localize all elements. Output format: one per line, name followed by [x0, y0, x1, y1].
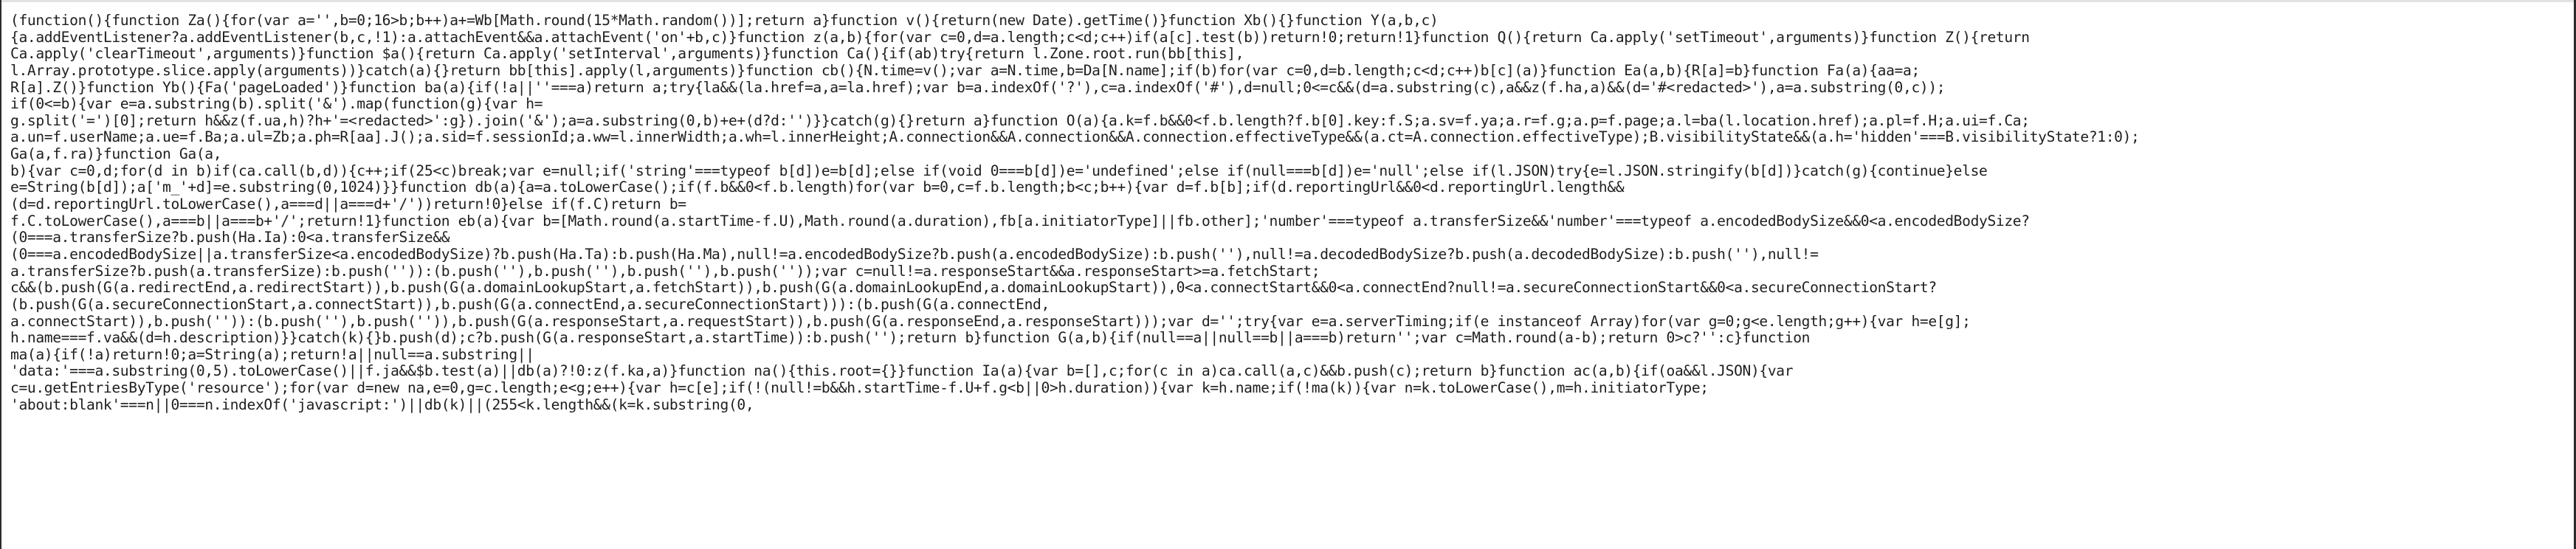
code-line: (0===a.transferSize?b.push(Ha.Ia):0<a.tr…: [10, 229, 450, 246]
code-line: if(0<=b){var e=a.substring(b).split('&')…: [10, 95, 543, 113]
code-line: (d=d.reportingUrl.toLowerCase(),a===d||a…: [10, 196, 686, 213]
code-line: c&&(b.push(G(a.redirectEnd,a.redirectSta…: [10, 279, 1937, 297]
code-line: a.un=f.userName;a.ue=f.Ba;a.ul=Zb;a.ph=R…: [10, 128, 2140, 146]
code-line: R[a].Z()}function Yb(){Fa('pageLoaded')}…: [10, 78, 1946, 96]
code-line: 'about:blank'===n||0===n.indexOf('javasc…: [10, 396, 754, 413]
code-line: f.C.toLowerCase(),a===b||a===b+'/';retur…: [10, 212, 2030, 229]
code-line: e=String(b[d]);a['m_'+d]=e.substring(0,1…: [10, 179, 1625, 196]
code-line: Ga(a,f.ra)}function Ga(a,: [10, 145, 222, 163]
code-line: g.split('=')[0];return h&&z(f.ua,h)?h+'=…: [10, 111, 2030, 129]
code-line: (b.push(G(a.secureConnectionStart,a.conn…: [10, 295, 1050, 313]
code-line: l.Array.prototype.slice.apply(arguments)…: [10, 61, 1920, 79]
code-line: 'data:'===a.substring(0,5).toLowerCase()…: [10, 362, 1794, 380]
code-line: {a.addEventListener?a.addEventListener(b…: [10, 28, 2030, 46]
code-line: b){var c=0,d;for(d in b)if(ca.call(b,d))…: [10, 162, 1988, 179]
code-line: c=u.getEntriesByType('resource');for(var…: [10, 379, 1709, 397]
code-line: h.name===f.va&&(d=h.description)}}catch(…: [10, 329, 1811, 347]
minified-javascript-source[interactable]: (function(){function Za(){for(var a='',b…: [10, 12, 2563, 413]
code-line: a.connectStart)),b.push('')):(b.push('')…: [10, 312, 1971, 330]
window-top-bar: [1, 0, 2574, 2]
code-line: (function(){function Za(){for(var a='',b…: [10, 12, 1439, 29]
code-line: a.transferSize?b.push(a.transferSize):b.…: [10, 262, 1320, 280]
code-line: (0===a.encodedBodySize||a.transferSize<a…: [10, 245, 1819, 263]
code-line: ma(a){if(!a)return!0;a=String(a);return!…: [10, 345, 534, 363]
code-line: Ca.apply('clearTimeout',arguments)}funct…: [10, 45, 1244, 63]
